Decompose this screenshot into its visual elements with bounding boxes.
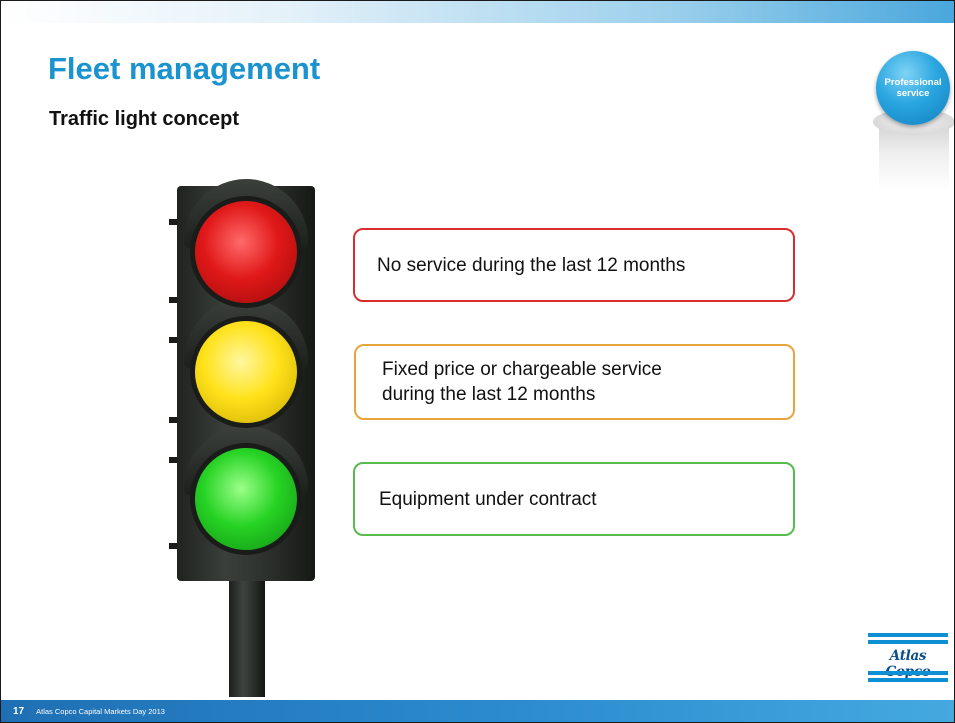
slide-subtitle: Traffic light concept [49,108,240,130]
callout-red: No service during the last 12 months [353,228,795,302]
badge-label: Professional service [884,77,942,99]
professional-service-badge: Professional service [873,51,954,201]
logo-bar [868,678,948,682]
callout-yellow: Fixed price or chargeable service during… [354,344,795,420]
callout-red-text: No service during the last 12 months [377,254,686,276]
callout-yellow-text: Fixed price or chargeable service during… [382,359,662,405]
green-lamp [195,448,297,550]
logo-bar [868,633,948,637]
callout-green-text: Equipment under contract [379,488,597,510]
footer-text: Atlas Copco Capital Markets Day 2013 [36,706,165,716]
footer-bar: 17 Atlas Copco Capital Markets Day 2013 [1,700,954,722]
bracket-icon [169,219,177,225]
yellow-lamp [195,321,297,423]
callout-green: Equipment under contract [353,462,795,536]
logo-bar [868,640,948,644]
badge-circle: Professional service [876,51,950,125]
slide-title: Fleet management [48,51,321,86]
bracket-icon [169,543,177,549]
bracket-icon [169,337,177,343]
logo-bar [868,671,948,675]
bracket-icon [169,417,177,423]
page-number: 17 [13,705,25,717]
red-lamp [195,201,297,303]
traffic-light-image [169,161,315,581]
bracket-icon [169,297,177,303]
atlas-copco-logo: Atlas Copco [868,633,948,685]
top-gradient-band [1,1,954,23]
logo-text: Atlas Copco [886,648,931,680]
bracket-icon [169,457,177,463]
traffic-light-pole [229,561,265,697]
